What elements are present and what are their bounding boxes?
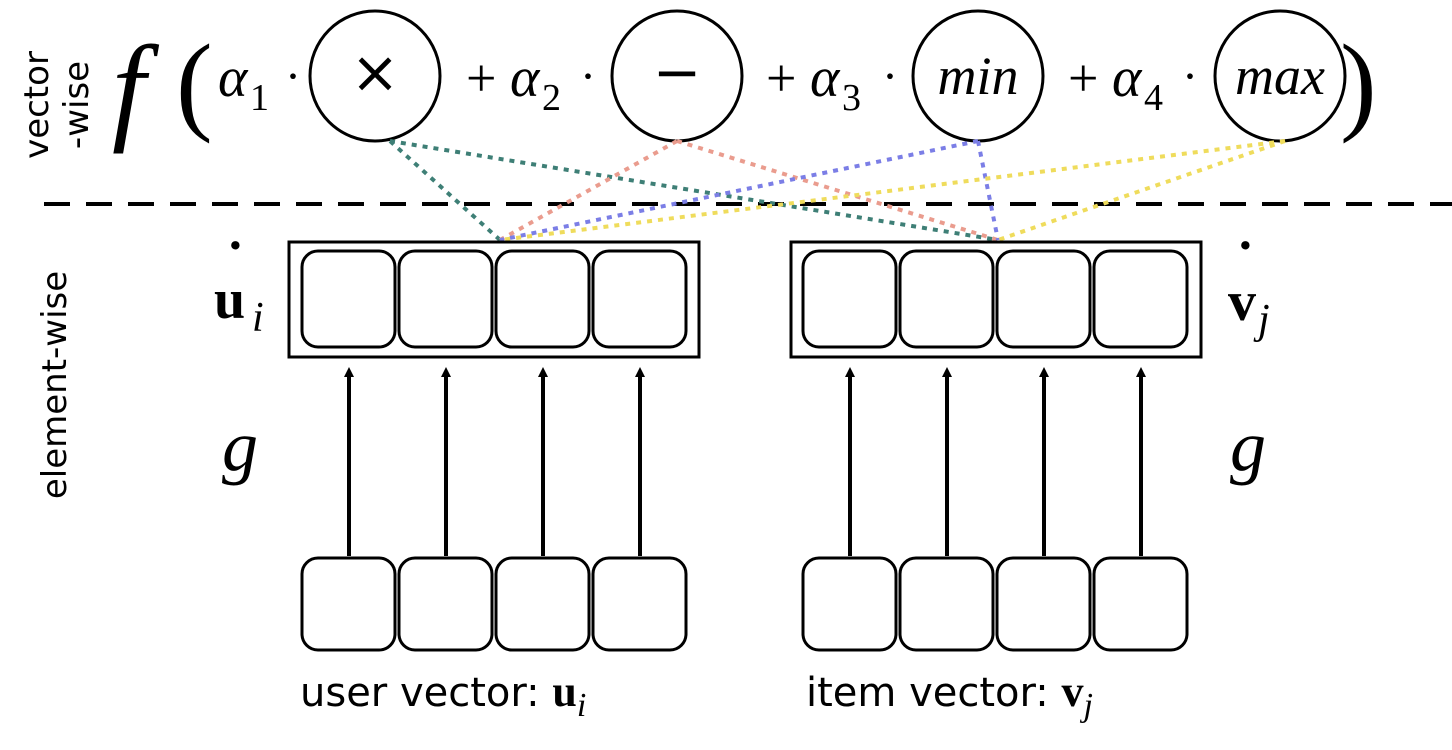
- formula-alpha: α: [218, 47, 249, 109]
- vector-cell: [995, 249, 1092, 349]
- operator-circle: [308, 9, 442, 143]
- formula-alpha-sub: 2: [542, 77, 561, 119]
- operator-label: min: [938, 46, 1019, 106]
- operator-label: −: [653, 38, 702, 106]
- vector-cell: [397, 249, 494, 349]
- vector-cell: [494, 249, 591, 349]
- vector-cell: [801, 249, 898, 349]
- user-caption-symbol: u: [552, 667, 576, 716]
- formula-dot: ·: [285, 50, 301, 103]
- formula-alpha: α: [1112, 47, 1143, 109]
- formula-plus: +: [1068, 48, 1098, 108]
- vector-cell: [300, 556, 397, 652]
- formula-plus: +: [466, 48, 496, 108]
- formula-alpha-sub: 1: [250, 77, 269, 119]
- element-wise-label: element-wise: [35, 271, 75, 499]
- connection-line-user-3: [499, 139, 979, 242]
- user-transformed-cells: [300, 249, 688, 349]
- item-g-label: g: [1230, 406, 1266, 486]
- vector-cell: [1092, 556, 1189, 652]
- vector-cell: [995, 556, 1092, 652]
- user-transformed-box: [287, 240, 701, 359]
- formula-plus: +: [766, 48, 796, 108]
- item-caption: item vector: vj: [806, 667, 1093, 724]
- item-transformed-dot: ˙: [1236, 231, 1255, 293]
- formula-dot: ·: [1182, 50, 1198, 103]
- item-g-arrows: [845, 367, 1146, 556]
- item-caption-sub: j: [1079, 687, 1092, 724]
- connection-line-user-4: [499, 139, 1286, 242]
- vector-cell: [397, 556, 494, 652]
- formula-alpha: α: [810, 47, 841, 109]
- formula-alpha-sub: 4: [1144, 77, 1163, 119]
- vector-cell: [801, 556, 898, 652]
- formula-alpha-sub: 3: [842, 77, 861, 119]
- connection-line-item-4: [997, 139, 1286, 242]
- user-caption-text: user vector:: [300, 670, 552, 716]
- operator-label: max: [1235, 46, 1325, 106]
- connection-line-user-1: [388, 139, 502, 242]
- operator-label: ×: [351, 38, 400, 106]
- formula-alpha: α: [510, 47, 541, 109]
- connection-line-item-1: [389, 139, 999, 242]
- user-vector-cells: [300, 556, 688, 652]
- user-g-arrows: [344, 367, 645, 556]
- item-transformed-cells: [801, 249, 1189, 349]
- vector-cell: [898, 556, 995, 652]
- connection-line-item-3: [976, 140, 1000, 241]
- item-transformed-box: [789, 240, 1203, 359]
- user-caption-sub: i: [577, 687, 586, 724]
- vector-cell: [591, 249, 688, 349]
- formula-dot: ·: [580, 50, 596, 103]
- vector-wise-label-line2: -wise: [57, 61, 97, 149]
- user-caption: user vector: ui: [300, 667, 586, 724]
- item-transformed-sub: j: [1253, 297, 1270, 343]
- user-side: u ˙ i g user vector: ui: [214, 231, 701, 724]
- connection-line-item-2: [676, 139, 999, 242]
- vector-wise-label-line1: vector: [17, 51, 57, 159]
- vector-wise-label: vector -wise: [17, 51, 97, 159]
- item-caption-text: item vector:: [806, 670, 1061, 716]
- formula-f: f: [112, 21, 160, 154]
- item-transformed-symbol: v: [1228, 271, 1256, 333]
- vector-cell: [591, 556, 688, 652]
- item-vector-cells: [801, 556, 1189, 652]
- formula-dot: ·: [882, 50, 898, 103]
- user-transformed-dot: ˙: [226, 231, 245, 293]
- user-transformed-symbol: u: [214, 269, 245, 331]
- item-caption-symbol: v: [1061, 667, 1083, 716]
- item-side: v ˙ j g item vector: vj: [789, 231, 1270, 724]
- user-transformed-sub: i: [252, 295, 264, 341]
- connection-lines: [388, 139, 1286, 242]
- formula-open-paren: (: [176, 22, 213, 144]
- vector-cell: [300, 249, 397, 349]
- connection-line-user-2: [499, 139, 678, 242]
- user-g-label: g: [222, 406, 258, 486]
- vector-cell: [898, 249, 995, 349]
- vector-cell: [1092, 249, 1189, 349]
- vector-cell: [494, 556, 591, 652]
